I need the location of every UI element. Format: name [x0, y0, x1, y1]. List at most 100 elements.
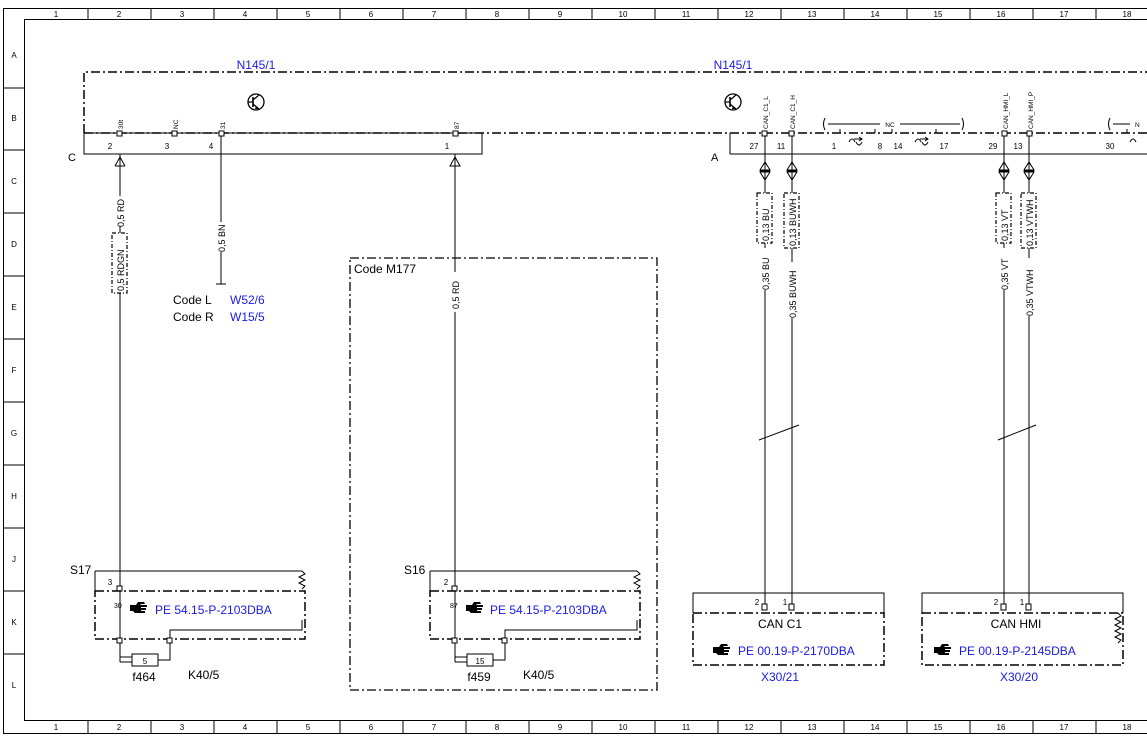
- col-label: 9: [558, 10, 563, 19]
- pin-number: 29: [989, 142, 998, 151]
- can-c1-connector: 2 1 CAN C1 PE 00.19-P-2170DBA X30/21: [692, 592, 885, 684]
- col-label: 2: [117, 723, 122, 732]
- pin-number: 17: [940, 142, 949, 151]
- wire-label: 0,13 BU: [761, 208, 771, 241]
- col-label: 1: [54, 723, 59, 732]
- wire-label: 0,5 RDGN: [116, 249, 126, 291]
- label-bg: [759, 248, 771, 290]
- n145-link-left[interactable]: N145/1: [237, 58, 276, 72]
- s16-ref-link[interactable]: PE 54.15-P-2103DBA: [490, 603, 607, 617]
- row-label: F: [12, 366, 17, 375]
- col-label: 13: [808, 723, 817, 732]
- column-labels-bottom: 1 2 3 4 5 6 7 8 9 10 11 12 13 14 15 16 1…: [54, 723, 1132, 732]
- pin-name: CAN_C1_H: [790, 95, 797, 129]
- fuse-value: 5: [143, 657, 148, 666]
- connector-c-label: C: [68, 152, 76, 164]
- pin-name: 30t: [118, 120, 125, 129]
- wire-label: 0,35 BUWH: [788, 270, 798, 318]
- col-label: 8: [495, 723, 500, 732]
- pin-number: 30: [1106, 142, 1115, 151]
- col-label: 7: [432, 723, 437, 732]
- label-bg: [114, 196, 126, 226]
- pin-number: 2: [994, 598, 999, 607]
- s17-ref-link[interactable]: PE 54.15-P-2103DBA: [155, 603, 272, 617]
- can-c1-designation-link[interactable]: X30/21: [761, 670, 799, 684]
- col-label: 15: [934, 10, 943, 19]
- wire-label: 0,35 BU: [761, 257, 771, 290]
- col-label: 4: [243, 10, 248, 19]
- pointing-hand-icon: [130, 602, 147, 613]
- code-r-ref-link[interactable]: W15/5: [230, 310, 265, 324]
- label-bg: [1023, 258, 1035, 316]
- pin-number: 1: [445, 142, 450, 151]
- col-label: 16: [997, 10, 1006, 19]
- col-label: 10: [619, 723, 628, 732]
- pin-number: 1: [783, 598, 788, 607]
- col-label: 17: [1060, 723, 1069, 732]
- col-label: 5: [306, 10, 311, 19]
- connector-a-label: A: [711, 152, 719, 164]
- wire-label: 0,5 RD: [451, 280, 461, 309]
- pin-number: 1: [832, 142, 837, 151]
- col-label: 4: [243, 723, 248, 732]
- column-labels-top: 1 2 3 4 5 6 7 8 9 10 11 12 13 14 15 16 1…: [54, 10, 1132, 19]
- row-label: H: [11, 492, 17, 501]
- code-l-ref-link[interactable]: W52/6: [230, 293, 265, 307]
- label-bg: [786, 262, 798, 318]
- pointing-hand-icon: [713, 644, 730, 655]
- col-label: 3: [180, 10, 185, 19]
- wire-label: 0,5 BN: [217, 224, 227, 252]
- pin-number: 8: [878, 142, 883, 151]
- code-m177-label: Code M177: [354, 262, 416, 276]
- col-label: 11: [682, 10, 691, 19]
- nc-bracket: [823, 117, 1130, 131]
- col-label: 11: [682, 723, 691, 732]
- row-label: E: [11, 303, 16, 312]
- wire-section-box: [783, 192, 800, 249]
- label-bg: [215, 222, 227, 252]
- col-label: 18: [1123, 10, 1132, 19]
- col-label: 17: [1060, 10, 1069, 19]
- row-label: C: [11, 177, 17, 186]
- row-label: L: [12, 681, 17, 690]
- wire-label: 0,35 VT: [1000, 258, 1010, 290]
- can-hmi-designation-link[interactable]: X30/20: [1000, 670, 1038, 684]
- row-label: G: [11, 429, 17, 438]
- wire-section-box: [1020, 192, 1037, 249]
- pin-number: 13: [1014, 142, 1023, 151]
- can-hmi-ref-link[interactable]: PE 00.19-P-2145DBA: [959, 644, 1076, 658]
- wire-label: 0,35 VTWH: [1025, 269, 1035, 316]
- n145-link-right[interactable]: N145/1: [714, 58, 753, 72]
- col-label: 16: [997, 723, 1006, 732]
- col-label: 12: [745, 10, 754, 19]
- col-label: 13: [808, 10, 817, 19]
- fuse-label: f464: [132, 670, 156, 684]
- wire-label: 0,13 BUWH: [788, 198, 798, 246]
- column-ticks: [87, 8, 1097, 733]
- pin-number: 2: [108, 142, 113, 151]
- col-label: 14: [871, 10, 880, 19]
- bridge-marks: [839, 129, 1137, 146]
- pin-name: NC: [173, 119, 180, 129]
- pin-number: 4: [209, 142, 214, 151]
- wire-label: 0,13 VT: [1000, 209, 1010, 241]
- label-bg: [998, 248, 1010, 290]
- row-label: J: [12, 555, 16, 564]
- pin-number: 3: [108, 578, 113, 587]
- wire-section-box: [995, 192, 1012, 244]
- row-label: D: [11, 240, 17, 249]
- pointing-hand-icon: [934, 644, 951, 655]
- pin-number: 11: [777, 142, 786, 151]
- col-label: 8: [495, 10, 500, 19]
- label-bg: [449, 272, 461, 312]
- col-label: 12: [745, 723, 754, 732]
- pin-number: 1: [1020, 598, 1025, 607]
- can-hmi-label: CAN HMI: [991, 617, 1042, 631]
- can-c1-ref-link[interactable]: PE 00.19-P-2170DBA: [738, 644, 855, 658]
- pointing-hand-icon: [466, 602, 483, 613]
- drawing-frame: [3, 8, 1147, 734]
- code-l-label: Code L: [173, 293, 212, 307]
- code-variants: Code L W52/6 Code R W15/5: [173, 293, 265, 324]
- col-label: 14: [871, 723, 880, 732]
